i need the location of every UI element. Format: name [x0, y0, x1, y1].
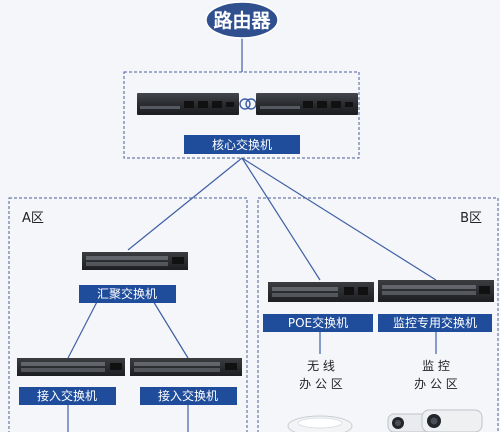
- access-right-label: 接入交换机: [158, 388, 218, 403]
- wireless-office-line2: 办 公 区: [299, 376, 343, 391]
- core-switch-group: 核心交换机: [123, 71, 360, 159]
- core-switch-left-device: [137, 93, 239, 115]
- core-monitor-link: [241, 157, 437, 281]
- zone-b-label: B区: [460, 211, 482, 226]
- core-aggregation-link: [127, 157, 243, 251]
- monitor-label: 监控专用交换机: [393, 315, 477, 330]
- monitor-office-area: 监 控 办 公 区: [387, 359, 483, 432]
- aggregation-label: 汇聚交换机: [97, 286, 157, 301]
- aggregation-switch: 汇聚交换机: [79, 252, 188, 303]
- monitor-label-box: [378, 314, 492, 332]
- connection-lines: [67, 36, 437, 432]
- monitor-office-line2: 办 公 区: [414, 376, 458, 391]
- aggregation-label-box: [79, 285, 176, 303]
- zone-a: A区 汇聚交换机 接入交换机 接入交换机: [8, 197, 248, 432]
- access-left-label-box: [19, 387, 116, 405]
- wireless-office-area: 无 线 办 公 区: [287, 359, 353, 432]
- core-link-connector: [239, 98, 257, 110]
- poe-label-box: [263, 314, 373, 332]
- router-node: 路由器: [205, 1, 279, 39]
- wireless-access-point-icon: [287, 415, 353, 432]
- core-label-box: [184, 135, 300, 154]
- wireless-office-line1: 无 线: [307, 359, 335, 373]
- monitor-office-line1: 监 控: [422, 359, 450, 373]
- core-label: 核心交换机: [212, 137, 272, 152]
- poe-label: POE交换机: [288, 315, 348, 330]
- router-label: 路由器: [213, 9, 271, 32]
- access-switch-left: 接入交换机: [17, 358, 125, 405]
- zone-b: B区 POE交换机 监控专用交换机 无 线 办 公 区: [257, 197, 499, 432]
- access-switch-right: 接入交换机: [130, 358, 242, 405]
- core-poe-link: [241, 157, 321, 281]
- zone-a-label: A区: [22, 211, 44, 226]
- core-switch-right-device: [256, 93, 358, 115]
- poe-switch: POE交换机: [263, 282, 374, 332]
- access-right-label-box: [140, 387, 237, 405]
- monitor-switch: 监控专用交换机: [378, 280, 494, 332]
- security-camera-icon: [387, 409, 483, 432]
- access-left-label: 接入交换机: [37, 388, 97, 403]
- aggregation-access-left-link: [67, 295, 101, 359]
- aggregation-access-right-link: [149, 295, 189, 359]
